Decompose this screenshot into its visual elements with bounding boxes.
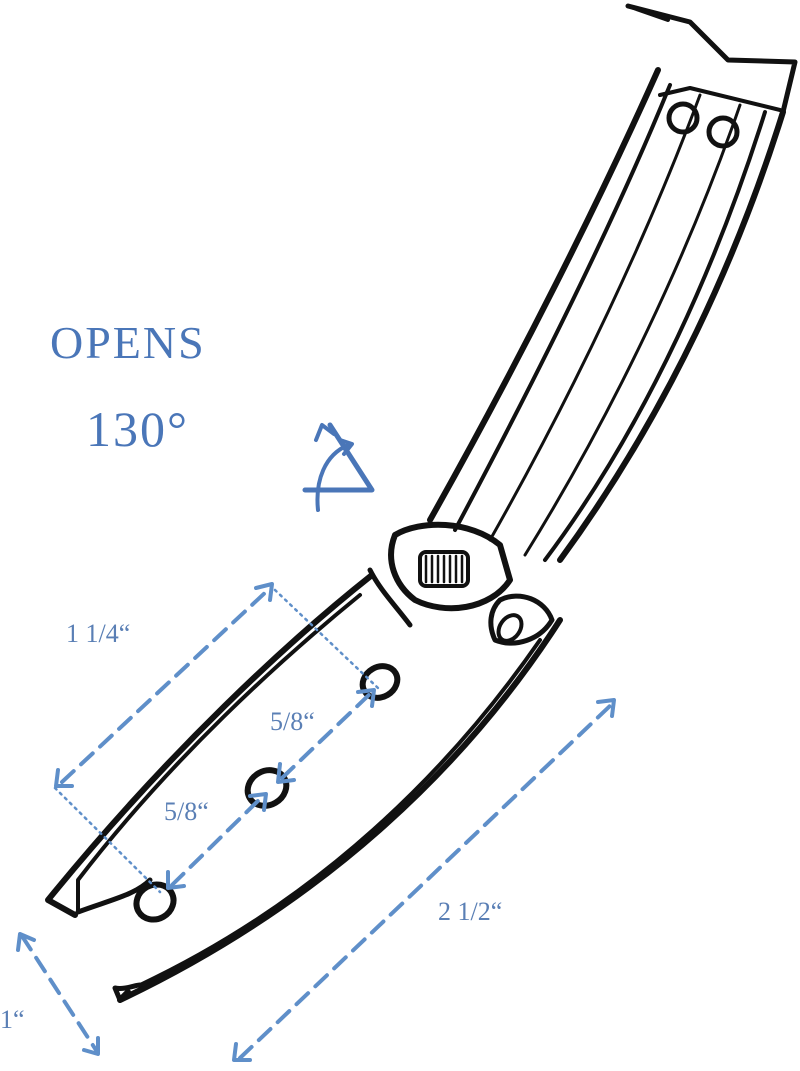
upper-arm-tip (625, 3, 798, 115)
dimension-hole-spacing-bottom (166, 792, 268, 890)
dimension-handle-width-label: 1 1/4“ (66, 619, 130, 648)
mounting-hole-middle (244, 767, 290, 809)
hinge (367, 521, 555, 646)
dimension-blade-length-label: 2 1/2“ (438, 897, 502, 926)
hinge-pin (496, 613, 524, 643)
rivet (706, 115, 740, 149)
dimension-blade-length (232, 698, 616, 1062)
dimension-handle-width (53, 582, 380, 894)
mounting-hole-bottom (133, 881, 177, 923)
tool-drawing (45, 3, 798, 1003)
dimension-hole-spacing-bottom-label: 5/8“ (164, 797, 209, 826)
dimension-tip-width (16, 932, 100, 1056)
dimension-hole-spacing-top-label: 5/8“ (270, 707, 315, 736)
upper-arm (427, 3, 798, 563)
dimension-tip-width-label: 1“ (0, 1005, 25, 1034)
angle-icon (302, 422, 375, 512)
headline-angle: 130° (86, 401, 189, 457)
hinge-spring (418, 550, 470, 588)
dimension-hole-spacing-top (276, 688, 376, 784)
lower-arm (45, 572, 563, 1003)
rivet (666, 101, 700, 135)
headline-opens: OPENS (50, 317, 206, 368)
